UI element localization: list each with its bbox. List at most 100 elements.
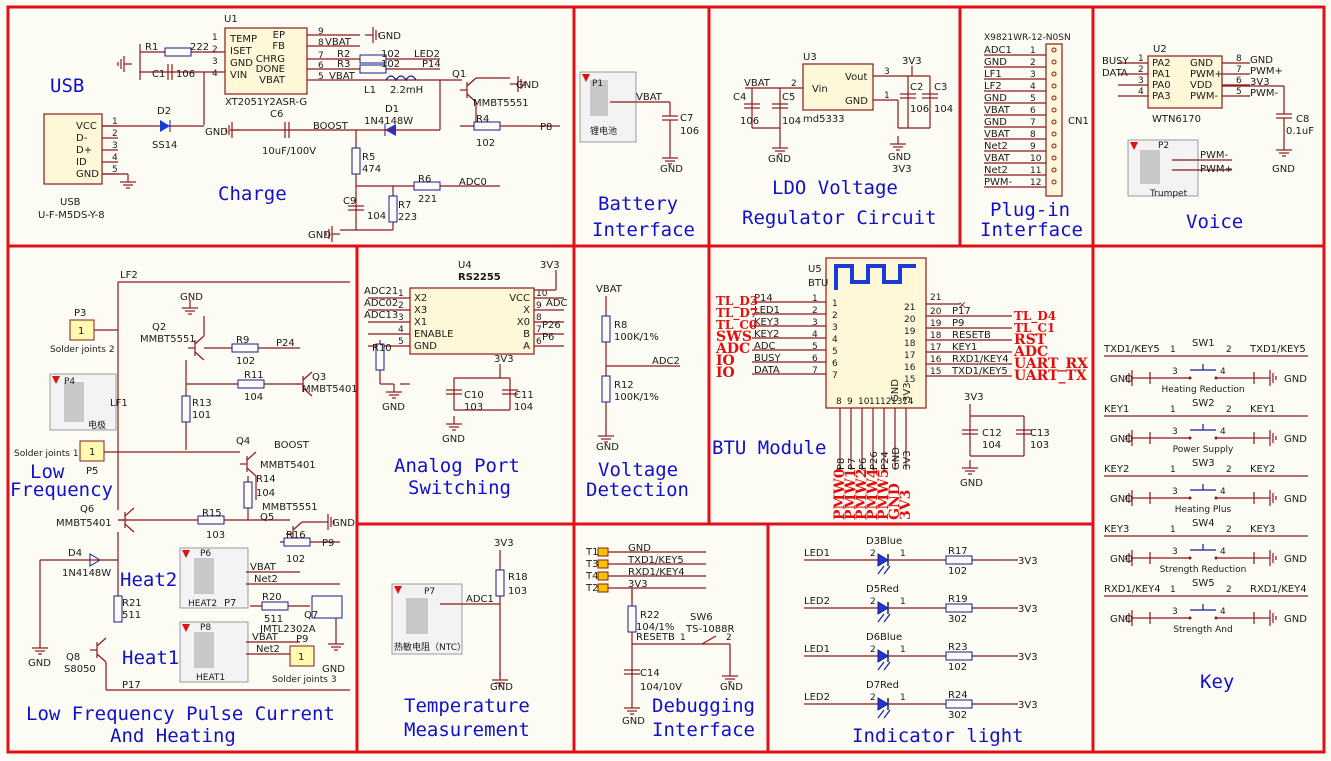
- u1-ref: U1: [224, 14, 238, 25]
- section-frames: [6, 5, 1326, 754]
- key-ref: SW5: [1192, 578, 1215, 589]
- key-pin: 1: [1170, 405, 1176, 415]
- u1-pin-num: 4: [212, 69, 218, 79]
- svg-text:1: 1: [78, 326, 84, 337]
- svg-text:R14: R14: [256, 474, 276, 485]
- svg-text:R16: R16: [286, 530, 306, 541]
- btu-right-net: P9: [952, 318, 964, 329]
- svg-text:GND: GND: [660, 164, 683, 175]
- svg-text:Switching: Switching: [408, 477, 511, 499]
- svg-text:BTU Module: BTU Module: [712, 437, 826, 459]
- svg-text:BOOST: BOOST: [313, 121, 349, 132]
- btu-left-net: ADC: [754, 341, 776, 352]
- svg-text:1: 1: [884, 91, 890, 101]
- svg-text:102: 102: [476, 138, 495, 149]
- svg-text:BOOST: BOOST: [274, 440, 310, 451]
- battery-section: P1 锂电池 VBAT C7 106 GND Battery Interface: [579, 71, 699, 241]
- svg-text:P14: P14: [422, 59, 441, 70]
- btu-bottom-pin: 10: [858, 397, 870, 407]
- debug-pad: [597, 547, 609, 557]
- svg-text:MMBT5401: MMBT5401: [260, 460, 316, 471]
- key-pin: 1: [1170, 585, 1176, 595]
- u5-btu-module: [825, 257, 927, 409]
- key-net: KEY2: [1104, 464, 1129, 475]
- svg-text:GND: GND: [332, 518, 355, 529]
- svg-text:R22: R22: [640, 610, 660, 621]
- btu-inner-pin: 2: [832, 311, 838, 321]
- u4-pin-label: X1: [414, 317, 427, 328]
- svg-text:SS14: SS14: [152, 140, 177, 151]
- led-res-ref: R23: [948, 642, 968, 653]
- svg-text:Measurement: Measurement: [404, 719, 530, 741]
- cn1-pin-num: 6: [1030, 106, 1036, 116]
- svg-text:X9821WR-12-N0SN: X9821WR-12-N0SN: [984, 33, 1071, 43]
- u4-net: ADC21: [364, 286, 398, 297]
- led-pin: 2: [870, 549, 876, 559]
- btu-right-func: TL_C1: [1014, 321, 1055, 336]
- svg-text:C2: C2: [910, 82, 923, 93]
- u4-pin-num: 2: [398, 301, 404, 311]
- svg-text:热敏电阻（NTC）: 热敏电阻（NTC）: [394, 641, 466, 653]
- svg-text:104: 104: [244, 392, 263, 403]
- led-pin: 1: [900, 645, 906, 655]
- usb-pin-label: VCC: [76, 121, 97, 132]
- btu-bottom-pin: 11: [869, 397, 880, 407]
- svg-text:GND: GND: [768, 154, 791, 165]
- u4-pin-num: 5: [398, 337, 404, 347]
- svg-text:PWM-: PWM-: [1200, 150, 1229, 161]
- usb-pin-label: ID: [76, 157, 87, 168]
- svg-text:MMBT5551: MMBT5551: [262, 502, 318, 513]
- u2-pin-label: PWM+: [1190, 69, 1223, 80]
- key-gnd: GND: [1284, 554, 1307, 565]
- svg-text:TS-1088R: TS-1088R: [685, 624, 735, 635]
- svg-text:Q5: Q5: [260, 512, 274, 523]
- btu-left-func: TL_C0: [716, 318, 757, 333]
- svg-text:Q1: Q1: [452, 69, 466, 80]
- svg-text:LF2: LF2: [120, 270, 138, 281]
- svg-text:R9: R9: [236, 335, 249, 346]
- u1-pin-num: 1: [212, 33, 218, 43]
- svg-text:100K/1%: 100K/1%: [614, 392, 659, 403]
- usb-pin-num: 5: [112, 165, 118, 175]
- u1-chip: [224, 27, 308, 95]
- btu-inner-pin: 7: [832, 371, 838, 381]
- led-res-ref: R19: [948, 594, 968, 605]
- btu-left-pin: 7: [812, 366, 818, 376]
- svg-text:3V3: 3V3: [540, 260, 560, 271]
- svg-text:GND: GND: [516, 80, 539, 91]
- u3-ldo-chip: [802, 63, 874, 111]
- key-function: Power Supply: [1173, 445, 1234, 455]
- u1-pin-label: ISET: [230, 46, 253, 57]
- svg-text:C14: C14: [640, 668, 660, 679]
- key-pin: 4: [1220, 547, 1226, 557]
- debug-net: RXD1/KEY4: [628, 567, 685, 578]
- btu-left-pin: 3: [812, 318, 818, 328]
- u2-pin-label: PA3: [1152, 91, 1171, 102]
- svg-text:223: 223: [398, 212, 417, 223]
- lowfreq-section: LF2 1 P3 Solder joints 2 Q2 MMBT5551 GND…: [10, 270, 358, 747]
- usb-title: USB: [50, 75, 84, 97]
- svg-text:3V3: 3V3: [892, 164, 912, 175]
- btu-bottom-pin: 14: [902, 397, 914, 407]
- btu-bottom-pin: 8: [836, 397, 842, 407]
- btu-right-net: KEY1: [952, 342, 977, 353]
- svg-text:102: 102: [381, 49, 400, 60]
- cn1-pin-num: 11: [1030, 166, 1041, 176]
- svg-text:P2: P2: [1158, 141, 1169, 151]
- cn1-pin-num: 8: [1030, 130, 1036, 140]
- u4-pin-label: X3: [414, 305, 427, 316]
- key-pin: 2: [1226, 525, 1232, 535]
- u2-pin-num: 5: [1236, 87, 1242, 97]
- svg-text:106: 106: [910, 104, 929, 115]
- svg-text:U5: U5: [808, 264, 822, 275]
- svg-text:DATA: DATA: [1102, 68, 1128, 79]
- svg-text:Solder joints 1: Solder joints 1: [14, 449, 79, 459]
- cn1-pin-num: 5: [1030, 94, 1036, 104]
- key-pin: 3: [1172, 547, 1178, 557]
- svg-text:102: 102: [286, 554, 305, 565]
- svg-text:Debugging: Debugging: [652, 695, 755, 717]
- svg-text:C3: C3: [934, 82, 947, 93]
- u2-pin-label: GND: [1190, 58, 1213, 69]
- u4-net: ADC13: [364, 310, 398, 321]
